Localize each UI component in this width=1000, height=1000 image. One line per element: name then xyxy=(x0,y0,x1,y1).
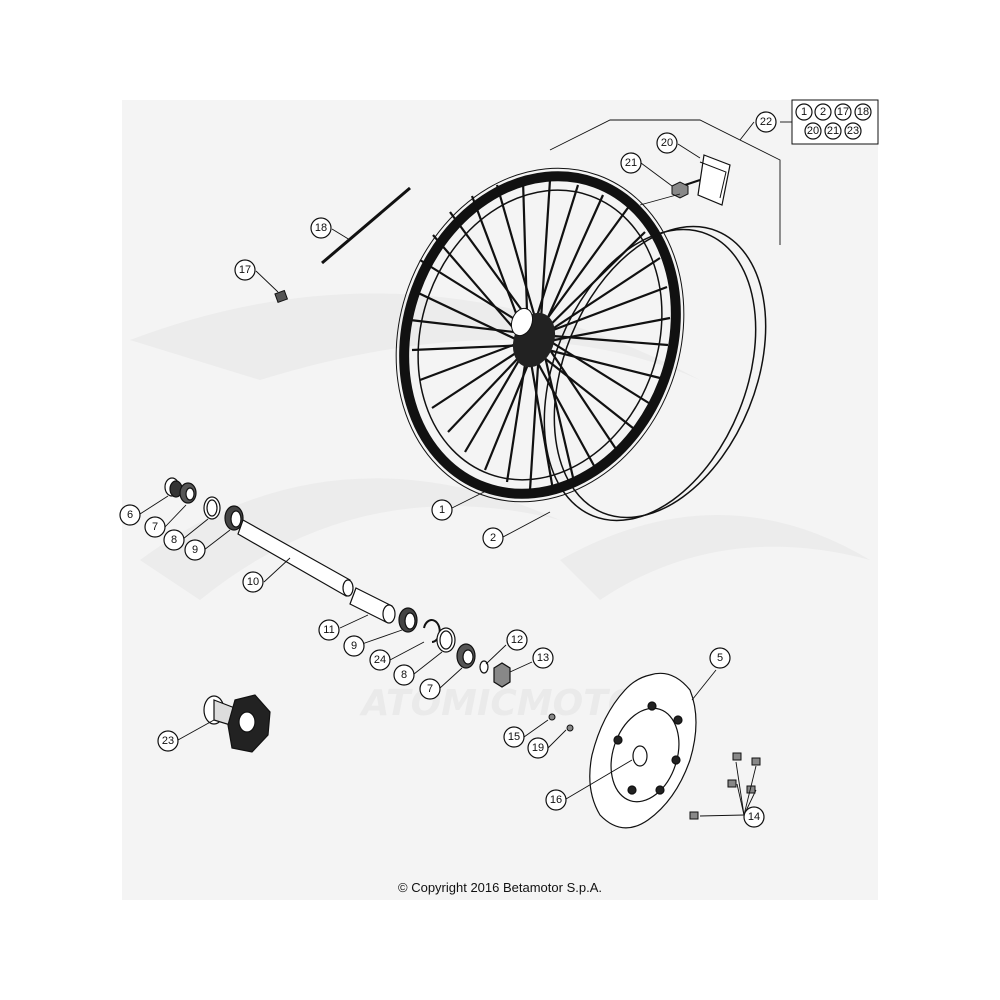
svg-text:22: 22 xyxy=(760,116,772,128)
small-screws-part xyxy=(548,713,574,732)
watermark-logo: ATOMICMOTO xyxy=(130,293,870,724)
callout-11: 11 xyxy=(318,619,340,641)
callout-13: 13 xyxy=(532,647,554,669)
kit-item-18: 18 xyxy=(854,103,872,121)
callout-15: 15 xyxy=(503,726,525,748)
callout-5: 5 xyxy=(709,647,731,669)
svg-text:8: 8 xyxy=(401,669,407,681)
svg-text:17: 17 xyxy=(239,264,251,276)
callout-20: 20 xyxy=(656,132,678,154)
svg-text:23: 23 xyxy=(847,125,859,137)
callout-7-left: 7 xyxy=(144,516,166,538)
svg-text:9: 9 xyxy=(192,544,198,556)
svg-text:17: 17 xyxy=(837,106,849,118)
brake-disc-part xyxy=(589,672,697,829)
svg-text:5: 5 xyxy=(717,652,723,664)
svg-text:14: 14 xyxy=(748,811,760,823)
callout-17: 17 xyxy=(234,259,256,281)
callout-2: 2 xyxy=(482,527,504,549)
hub-part xyxy=(203,694,271,753)
callout-19: 19 xyxy=(527,737,549,759)
callout-23: 23 xyxy=(157,730,179,752)
copyright-notice: © Copyright 2016 Betamotor S.p.A. xyxy=(398,880,602,895)
callout-1: 1 xyxy=(431,499,453,521)
svg-text:16: 16 xyxy=(550,794,562,806)
callout-24: 24 xyxy=(369,649,391,671)
svg-text:7: 7 xyxy=(427,683,433,695)
rim-lock-nut-part xyxy=(671,181,689,199)
kit-item-17: 17 xyxy=(834,103,852,121)
disc-bolts-part xyxy=(689,752,761,820)
svg-text:1: 1 xyxy=(439,504,445,516)
wheel-rim xyxy=(395,167,685,503)
callout-6: 6 xyxy=(119,504,141,526)
kit-item-23: 23 xyxy=(844,122,862,140)
rim-band xyxy=(543,225,767,522)
svg-text:15: 15 xyxy=(508,731,520,743)
svg-text:9: 9 xyxy=(351,640,357,652)
kit-item-21: 21 xyxy=(824,122,842,140)
kit-item-1: 1 xyxy=(795,103,813,121)
spoke-nipple-part xyxy=(274,289,289,304)
svg-text:12: 12 xyxy=(511,634,523,646)
callout-12: 12 xyxy=(506,629,528,651)
svg-text:2: 2 xyxy=(490,532,496,544)
kit-item-20: 20 xyxy=(804,122,822,140)
callout-10: 10 xyxy=(242,571,264,593)
kit-contents-box: 1 2 17 18 20 21 23 xyxy=(791,99,879,145)
svg-text:18: 18 xyxy=(315,222,327,234)
callout-21: 21 xyxy=(620,152,642,174)
svg-text:19: 19 xyxy=(532,742,544,754)
callout-9-right: 9 xyxy=(343,635,365,657)
leader-lines xyxy=(139,119,792,817)
callout-7-right: 7 xyxy=(419,678,441,700)
svg-text:21: 21 xyxy=(827,125,839,137)
callout-18: 18 xyxy=(310,217,332,239)
callout-8-left: 8 xyxy=(163,529,185,551)
callout-9-left: 9 xyxy=(184,539,206,561)
svg-text:18: 18 xyxy=(857,106,869,118)
wheel-hub xyxy=(510,307,556,368)
callout-22: 22 xyxy=(755,111,777,133)
svg-text:2: 2 xyxy=(820,106,826,118)
svg-text:10: 10 xyxy=(247,576,259,588)
svg-text:21: 21 xyxy=(625,157,637,169)
axle-assembly xyxy=(164,477,511,688)
watermark-text: ATOMICMOTO xyxy=(359,683,639,724)
callout-8-right: 8 xyxy=(393,664,415,686)
svg-text:20: 20 xyxy=(661,137,673,149)
svg-text:6: 6 xyxy=(127,509,133,521)
callout-14: 14 xyxy=(743,806,765,828)
svg-text:11: 11 xyxy=(323,624,334,636)
svg-text:8: 8 xyxy=(171,534,177,546)
spoke-part xyxy=(321,186,411,265)
rim-lock-part xyxy=(684,154,731,206)
svg-text:20: 20 xyxy=(807,125,819,137)
callout-16: 16 xyxy=(545,789,567,811)
svg-text:1: 1 xyxy=(801,106,807,118)
svg-text:7: 7 xyxy=(152,521,158,533)
svg-text:13: 13 xyxy=(537,652,549,664)
svg-text:23: 23 xyxy=(162,735,174,747)
kit-item-2: 2 xyxy=(814,103,832,121)
svg-text:24: 24 xyxy=(374,654,386,666)
